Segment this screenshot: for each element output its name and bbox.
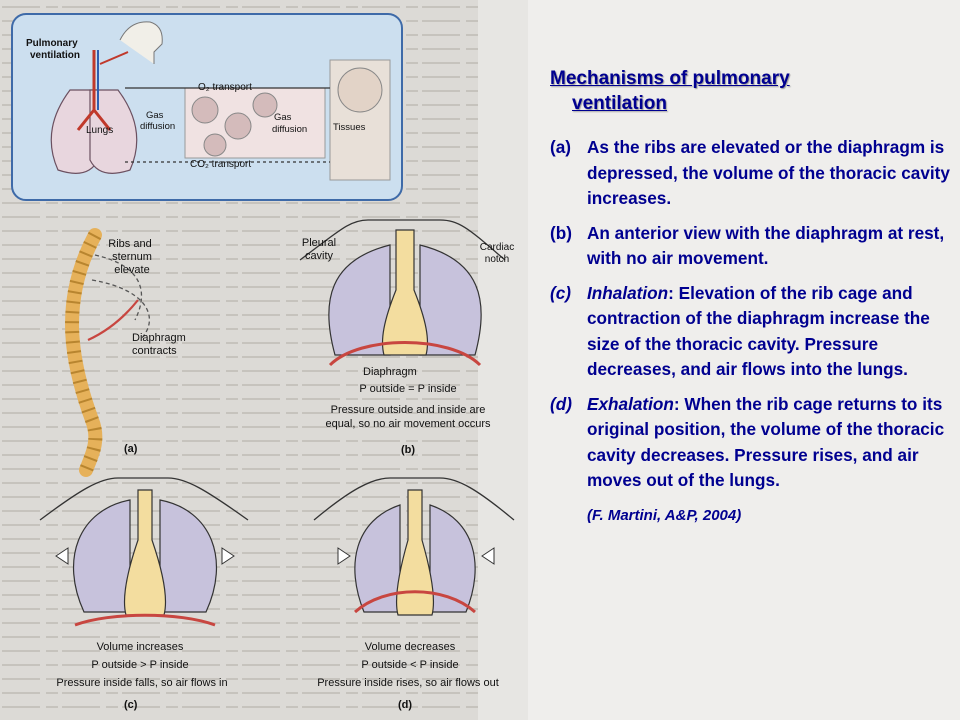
list-item-b: (b) An anterior view with the diaphragm … (550, 221, 950, 272)
item-label-d: (d) (550, 393, 572, 414)
arrow-in-right-d (481, 547, 495, 565)
list-item-a: (a) As the ribs are elevated or the diap… (550, 135, 950, 212)
volume-c: Volume increases (97, 641, 184, 653)
panel-b-thorax-rest: Pleural cavity Cardiac notch Diaphragm P… (299, 219, 514, 456)
item-body-d: Exhalation: When the rib cage returns to… (587, 392, 950, 494)
inset-label-co2-transport: CO₂ transport (190, 159, 251, 170)
term-inhalation: Inhalation (587, 282, 669, 303)
label-sternum: sternum (112, 251, 152, 263)
inset-label-gas-2: Gas (274, 112, 292, 123)
inset-label-lungs: Lungs (86, 125, 113, 136)
item-label-a: (a) (550, 137, 572, 157)
label-elevate: elevate (114, 264, 149, 276)
label-notch: notch (485, 254, 509, 265)
arrow-out-left-c (55, 547, 69, 565)
citation: (F. Martini, A&P, 2004) (587, 506, 742, 524)
inset-label-diffusion-right: diffusion (272, 124, 307, 135)
panel-d-exhalation: Volume decreases P outside < P inside Pr… (313, 477, 515, 711)
panel-label-d: (d) (398, 699, 412, 711)
caption-d: Pressure inside rises, so air flows out (317, 677, 499, 689)
label-cardiac: Cardiac (480, 242, 514, 253)
item-text-d: : When the rib cage returns to its origi… (587, 393, 945, 491)
item-text-a: As the ribs are elevated or the diaphrag… (587, 137, 950, 208)
label-diaphragm-a: Diaphragm (132, 332, 186, 344)
item-text-b: An anterior view with the diaphragm at r… (587, 222, 945, 269)
item-label-b: (b) (550, 222, 572, 243)
textbook-figure-photo: Pulmonary ventilation O₂ transport Gas d… (0, 0, 528, 720)
list-item-d: (d) Exhalation: When the rib cage return… (550, 392, 950, 494)
text-panel: Mechanisms of pulmonary ventilation (a) … (528, 0, 960, 720)
inset-label-o2-transport: O₂ transport (198, 82, 252, 93)
inset-label-diffusion-left: diffusion (140, 121, 175, 132)
label-ribs-and: Ribs and (108, 238, 151, 250)
panel-label-c: (c) (124, 699, 138, 711)
left-lung-b (328, 244, 391, 356)
term-exhalation: Exhalation (587, 393, 674, 414)
label-cavity: cavity (305, 250, 334, 262)
equation-b: P outside = P inside (359, 383, 456, 395)
panel-label-b: (b) (401, 444, 415, 456)
panel-label-a: (a) (124, 443, 138, 455)
left-lung-c (72, 499, 131, 613)
label-contracts: contracts (132, 345, 177, 357)
inset-label-gas: Gas (146, 110, 164, 121)
arrow-in-left-d (337, 547, 351, 565)
inset-right-lung-icon (89, 89, 138, 174)
volume-d: Volume decreases (365, 641, 456, 653)
inset-diagram: Pulmonary ventilation O₂ transport Gas d… (11, 13, 403, 201)
label-pleural: Pleural (302, 237, 336, 249)
inset-label-ventilation: ventilation (30, 50, 80, 61)
label-diaphragm-b: Diaphragm (363, 366, 417, 378)
title-line-1: Mechanisms of pulmonary (550, 68, 790, 89)
pulmonary-ventilation-figure: Pulmonary ventilation O₂ transport Gas d… (0, 0, 528, 720)
slide-title: Mechanisms of pulmonary ventilation (550, 66, 950, 116)
caption-b-line1: Pressure outside and inside are (331, 404, 486, 416)
caption-c: Pressure inside falls, so air flows in (56, 677, 227, 689)
right-lung-c (159, 499, 218, 613)
title-line-2: ventilation (572, 93, 668, 114)
mechanism-list: (a) As the ribs are elevated or the diap… (550, 135, 950, 528)
right-lung-b (419, 244, 482, 356)
caption-b-line2: equal, so no air movement occurs (325, 418, 491, 430)
list-item-c: (c) Inhalation: Elevation of the rib cag… (550, 281, 950, 383)
panel-a-spine-diagram: Ribs and sternum elevate Diaphragm contr… (65, 228, 186, 477)
inset-label-pulmonary: Pulmonary (26, 38, 78, 49)
item-label-c: (c) (550, 282, 572, 303)
inset-label-tissues: Tissues (333, 122, 366, 133)
panel-c-inhalation: Volume increases P outside > P inside Pr… (39, 477, 249, 711)
left-lung-d (354, 504, 401, 613)
right-lung-d (429, 504, 476, 613)
item-text-c: : Elevation of the rib cage and contract… (587, 282, 930, 380)
item-body-c: Inhalation: Elevation of the rib cage an… (587, 281, 950, 383)
equation-d: P outside < P inside (361, 659, 458, 671)
arrow-out-right-c (221, 547, 235, 565)
equation-c: P outside > P inside (91, 659, 188, 671)
